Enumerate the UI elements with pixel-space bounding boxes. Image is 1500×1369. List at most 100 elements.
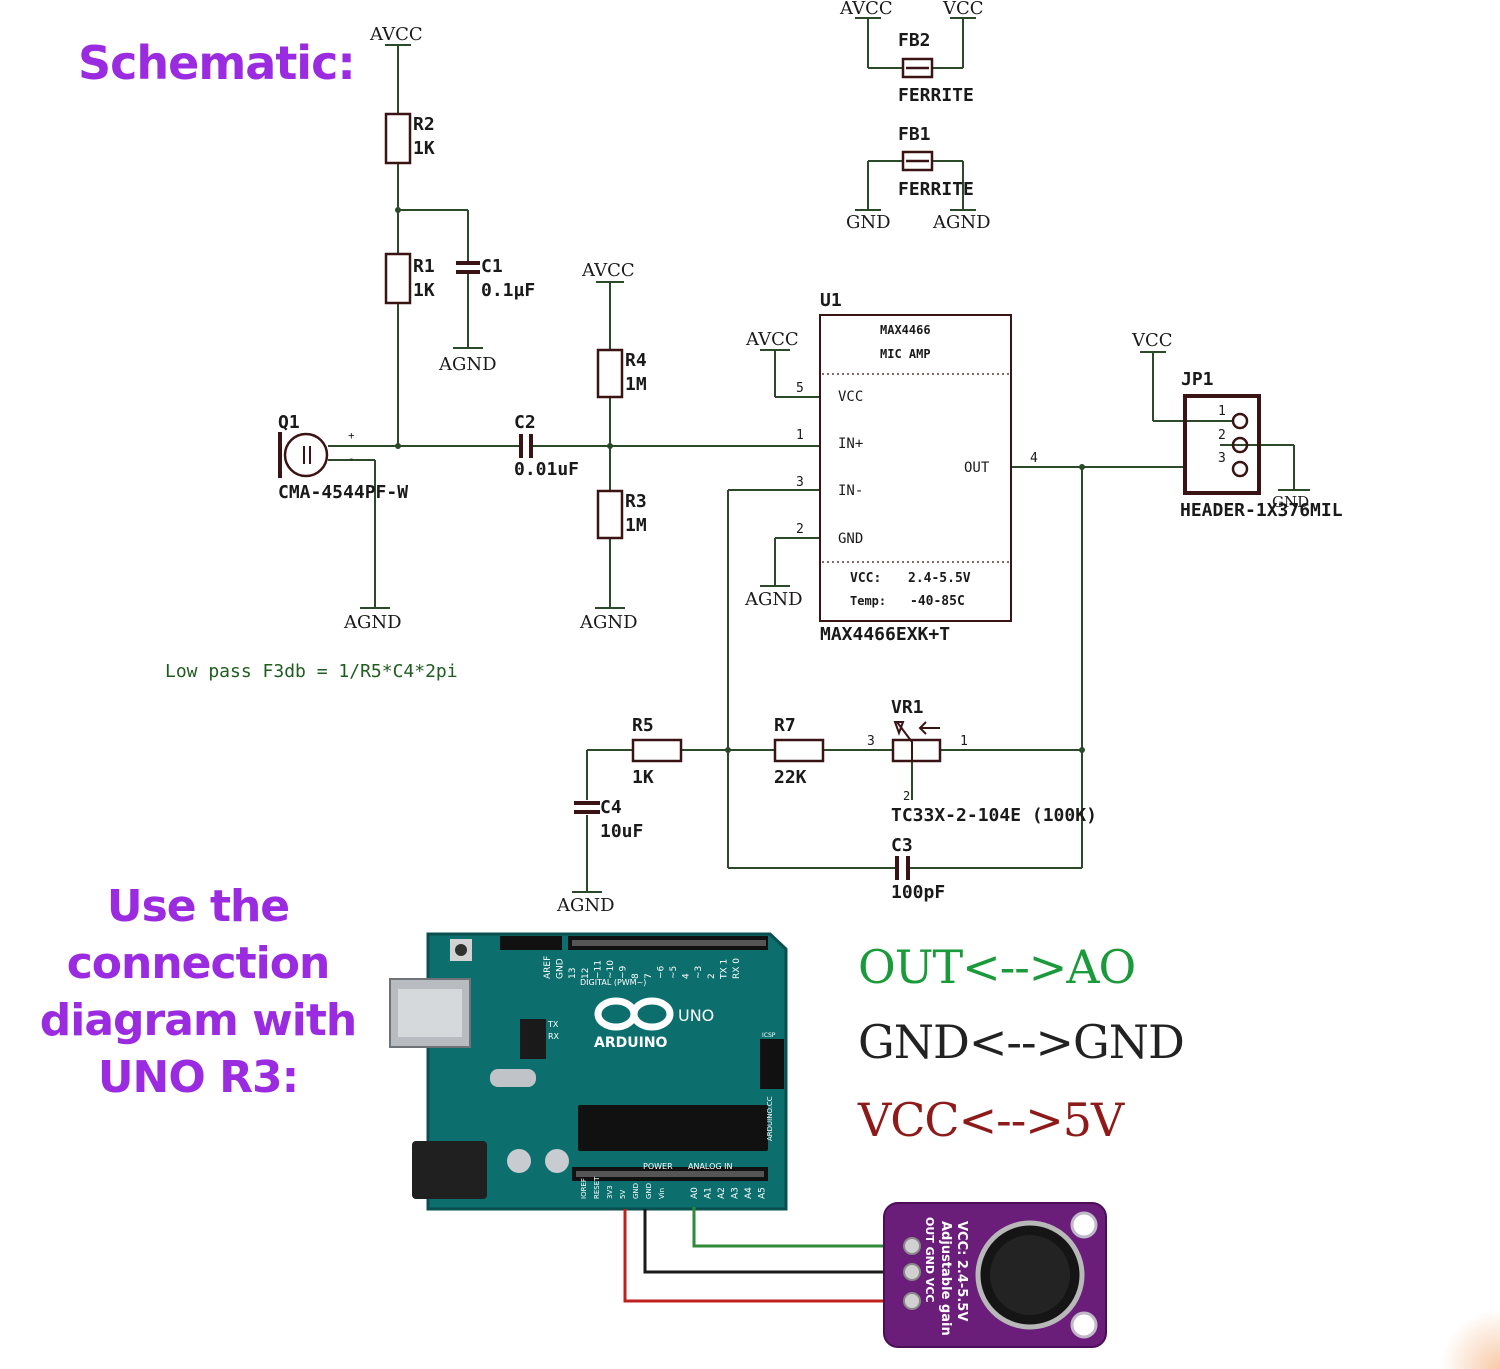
- u1-note-vcc-label: VCC:: [850, 571, 881, 586]
- board-icsp-label: ICSP: [762, 1032, 776, 1039]
- digital-pin-label-3: 12: [581, 968, 591, 979]
- board-analog-label: ANALOG IN: [688, 1162, 733, 1171]
- u1-pin4-num: 4: [1030, 451, 1038, 466]
- jp1-ref: JP1: [1181, 369, 1214, 390]
- module-pin-vcc: [903, 1292, 921, 1310]
- power-pin-label-3: 5V: [619, 1190, 627, 1199]
- c2-ref: C2: [514, 412, 536, 433]
- board-logo-text: ARDUINO: [594, 1035, 668, 1051]
- agnd-label-q1: AGND: [343, 612, 402, 633]
- u1-chip: [819, 314, 1012, 622]
- vr1-potentiometer: [891, 738, 942, 763]
- u1-note-vcc-value: 2.4-5.5V: [908, 571, 971, 586]
- power-pin-label-4: GND: [632, 1183, 640, 1199]
- u1-pin-inn: IN-: [838, 483, 863, 499]
- connection-vcc: VCC<-->5V: [858, 1093, 1124, 1147]
- u1-title-2: MIC AMP: [880, 347, 931, 361]
- r2-ref: R2: [413, 114, 435, 135]
- r3-resistor: [596, 489, 624, 540]
- c4-ref: C4: [600, 797, 622, 818]
- capacitor-1: [507, 1149, 531, 1173]
- vr1-wiper: [893, 721, 940, 760]
- u1-pin3-num: 3: [796, 475, 804, 490]
- fb1-ref: FB1: [898, 124, 931, 145]
- jp1-part: HEADER-1X376MIL: [1180, 500, 1343, 521]
- fb2-ref: FB2: [898, 30, 931, 51]
- u1-pin2-num: 2: [796, 522, 804, 537]
- agnd-label-c4: AGND: [556, 895, 615, 916]
- avcc-label-top: AVCC: [369, 24, 423, 45]
- q1-ref: Q1: [278, 412, 300, 433]
- r3-ref: R3: [625, 491, 647, 512]
- module-pin-out: [903, 1237, 921, 1255]
- r5-resistor: [631, 738, 683, 763]
- power-pin-label-1: RESET: [593, 1176, 601, 1199]
- board-model: UNO: [678, 1006, 714, 1025]
- r2-value: 1K: [413, 138, 435, 159]
- connection-out: OUT<-->AO: [858, 940, 1136, 994]
- r3-value: 1M: [625, 515, 647, 536]
- avcc-label-u1: AVCC: [745, 329, 799, 350]
- q1-part: CMA-4544PF-W: [278, 482, 408, 503]
- wiring-illustration: ARDUINO UNO DIGITAL (PWM~) POWER ANALOG …: [389, 932, 1107, 1348]
- fb1-value: FERRITE: [898, 179, 974, 200]
- gnd-label-fb1: GND: [846, 212, 891, 233]
- wire-gnd-to-gnd: [643, 1209, 900, 1274]
- u1-title-1: MAX4466: [880, 323, 931, 337]
- analog-pin-label-4: A4: [744, 1187, 754, 1199]
- analog-pin-label-2: A2: [717, 1187, 727, 1199]
- r5-ref: R5: [632, 715, 654, 736]
- u1-separators: [822, 373, 1009, 563]
- gnd-label-jp1: GND: [1272, 493, 1309, 511]
- schematic-wires: [328, 18, 1310, 892]
- jp1-pin1-num: 1: [1218, 404, 1226, 419]
- board-power-label: POWER: [643, 1162, 673, 1171]
- vcc-label-fb2: VCC: [942, 0, 984, 19]
- wire-out-to-a0: [692, 1207, 900, 1248]
- board-site-label: ARDUINO.CC: [766, 1096, 774, 1141]
- module-mount-hole-top: [1070, 1211, 1098, 1239]
- u1-pin-out: OUT: [964, 460, 990, 476]
- digital-pin-label-6: ~9: [619, 965, 629, 979]
- avcc-label-fb2: AVCC: [839, 0, 893, 19]
- analog-pin-label-3: A3: [731, 1187, 741, 1199]
- schematic: AVCC R2 1K R1 1K C1 0.1µF AGND AVCC R4 1…: [165, 0, 1343, 916]
- u1-pin-vcc: VCC: [838, 389, 863, 405]
- board-rx-label: RX: [548, 1032, 560, 1041]
- r4-value: 1M: [625, 374, 647, 395]
- schematic-labels: AVCC R2 1K R1 1K C1 0.1µF AGND AVCC R4 1…: [165, 0, 1343, 916]
- dc-power-jack: [412, 1141, 487, 1199]
- agnd-label-u1: AGND: [744, 589, 803, 610]
- power-pin-label-6: Vin: [658, 1188, 666, 1199]
- q1-minus: -: [348, 452, 355, 465]
- digital-pin-label-10: ~5: [669, 966, 679, 979]
- jp1-pin-1: [1231, 412, 1249, 430]
- u1-note-temp-value: -40-85C: [910, 594, 965, 609]
- module-label-vcc: VCC: 2.4-5.5V: [954, 1221, 969, 1321]
- digital-pin-label-2: 13: [568, 968, 578, 979]
- digital-pin-label-15: RX 0: [732, 958, 742, 979]
- corner-glow: [1440, 1309, 1500, 1369]
- arduino-uno-board: ARDUINO UNO DIGITAL (PWM~) POWER ANALOG …: [389, 932, 788, 1211]
- u1-part: MAX4466EXK+T: [820, 624, 950, 645]
- u1-pin-inp: IN+: [838, 436, 863, 452]
- power-pin-label-2: 3V3: [606, 1185, 614, 1199]
- u1-note-temp-label: Temp:: [850, 594, 886, 608]
- module-pin-gnd: [903, 1263, 921, 1281]
- digital-pin-label-14: TX 1: [719, 959, 729, 980]
- jp1-header: [1183, 394, 1261, 495]
- vr1-pin2-num: 2: [903, 789, 910, 803]
- digital-pin-label-8: 7: [644, 973, 654, 979]
- q1-microphone: [283, 432, 329, 478]
- u1-ref: U1: [820, 290, 842, 311]
- c1-value: 0.1µF: [481, 280, 535, 301]
- vcc-label-jp1: VCC: [1131, 330, 1173, 351]
- avcc-label-r4: AVCC: [581, 260, 635, 281]
- fb1-ferrite: [901, 150, 934, 172]
- module-mount-hole-bottom: [1070, 1311, 1098, 1339]
- schematic-capacitors: [278, 261, 910, 880]
- analog-pin-label-5: A5: [758, 1187, 768, 1199]
- usb-chip: [520, 1019, 546, 1059]
